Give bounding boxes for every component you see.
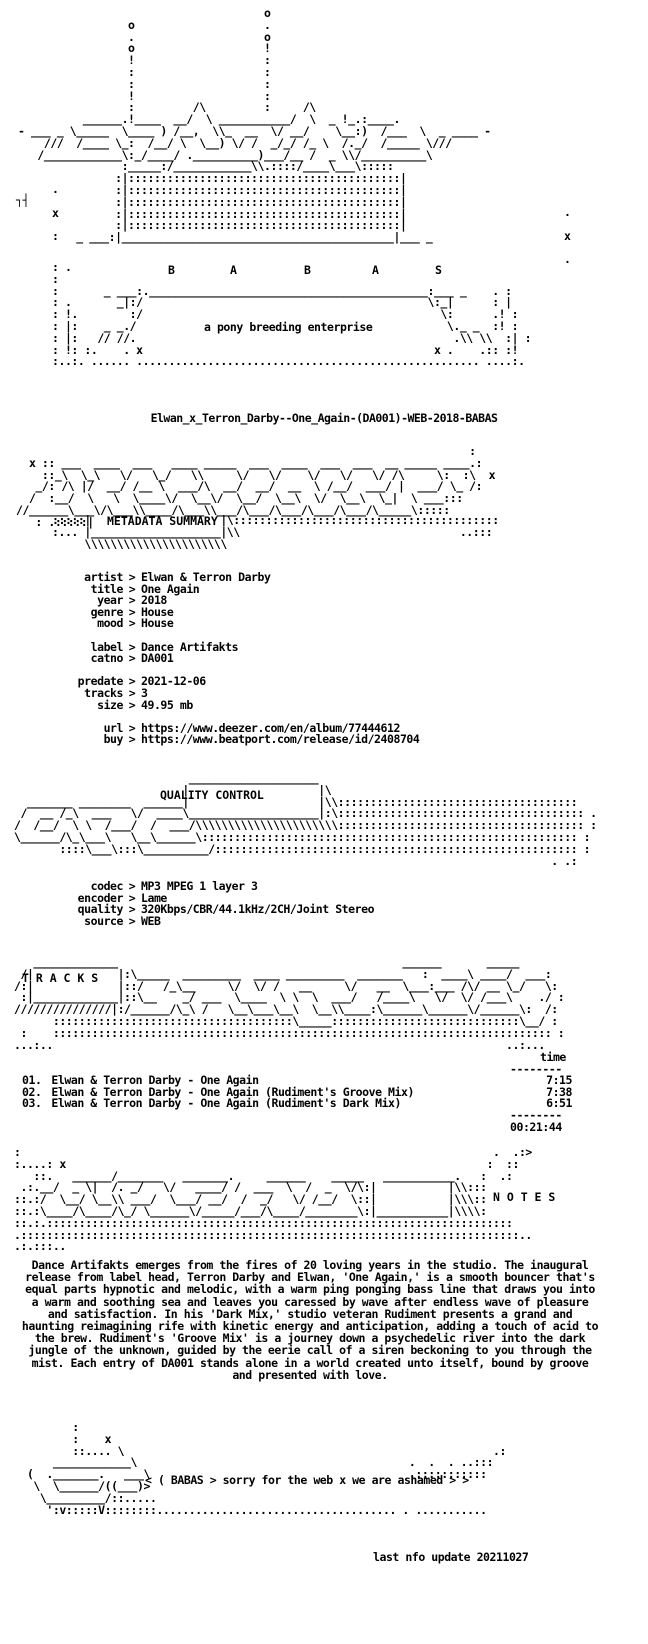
metadata-ascii-art: : x :: ___ ____ ___ ____ _____ ___ ____ … [16, 444, 496, 529]
track-time: 6:51 [546, 1096, 572, 1111]
metadata-row: predate>2021-12-06 [77, 674, 207, 689]
header-letters: B A B A S [0, 263, 648, 277]
metadata-row: title>One Again [90, 581, 200, 596]
metadata-section-title: METADATA SUMMARY [107, 514, 218, 528]
footer-message: < ( BABAS > sorry for the web x we are a… [145, 1473, 469, 1487]
header-letter: B [304, 263, 311, 277]
quality-row: source>WEB [84, 913, 161, 928]
header-letter: A [230, 263, 237, 277]
track-num: 01. [22, 1073, 42, 1088]
tracks-divider-row: -------- [22, 1107, 582, 1122]
metadata-list: artist>Elwan & Terron Darby title>One Ag… [55, 570, 420, 747]
metadata-row: artist>Elwan & Terron Darby [84, 570, 271, 584]
tracks-ascii-art: _____________ ______ _____ /| |:\_____ _… [14, 955, 565, 1052]
track-time: 7:15 [546, 1073, 572, 1088]
header-side-marks-right: . x . [564, 205, 571, 267]
track-row: 02. Elwan & Terron Darby - One Again (Rud… [22, 1084, 582, 1099]
metadata-row: year>2018 [97, 593, 167, 608]
notes-text: Dance Artifakts emerges from the fires o… [21, 1258, 599, 1382]
metadata-row: tracks>3 [84, 685, 148, 700]
metadata-row: url>https://www.deezer.com/en/album/7744… [103, 720, 401, 735]
notes-ascii-art: : . .:> :....: x : :: ::. ______/_______… [14, 1145, 532, 1254]
header-letter: B [168, 263, 175, 277]
header-letter: A [372, 263, 379, 277]
metadata-row: size>49.95 mb [97, 697, 193, 712]
quality-ascii-art: ____________________ | |\ _______ ______… [14, 771, 597, 868]
header-letter: S [435, 263, 442, 277]
quality-row: encoder>Lame [77, 890, 168, 905]
divider: -------- [510, 1107, 562, 1122]
divider: -------- [510, 1061, 562, 1076]
metadata-row: catno>DA001 [90, 651, 174, 666]
quality-row: quality>320Kbps/CBR/44.1kHz/2CH/Joint St… [77, 902, 375, 917]
header-side-marks-left: . x : [52, 182, 59, 244]
metadata-row: label>Dance Artifakts [90, 639, 239, 654]
track-title: Elwan & Terron Darby - One Again (Rudime… [51, 1096, 401, 1111]
metadata-row: genre>House [90, 604, 174, 619]
track-num: 03. [22, 1096, 42, 1111]
tracks-divider-row: -------- [22, 1061, 582, 1076]
quality-list: codec>MP3 MPEG 1 layer 3 encoder>Lame qu… [55, 879, 375, 928]
notes-section-title: N O T E S [493, 1190, 556, 1204]
quality-row: codec>MP3 MPEG 1 layer 3 [90, 879, 258, 893]
last-update: last nfo update 20211027 [373, 1550, 529, 1564]
header-tagline: a pony breeding enterprise [204, 320, 373, 334]
tracks-section-title: T R A C K S [22, 971, 99, 985]
footer-ascii-art: : : x ::.... \ .: ____________\ . . . ..… [26, 1420, 507, 1517]
track-title: Elwan & Terron Darby - One Again [51, 1073, 259, 1088]
deezer-link[interactable]: https://www.deezer.com/en/album/77444612 [141, 720, 400, 735]
header-side-left: ┐┤ [16, 193, 29, 207]
tracks-list: time -------- 01. Elwan & Terron Darby - … [22, 1050, 582, 1134]
track-time: 7:38 [546, 1084, 572, 1099]
release-name: Elwan_x_Terron_Darby--One_Again-(DA001)-… [150, 411, 498, 425]
metadata-row: mood>House [97, 616, 174, 631]
tracks-time-header-row: time [22, 1050, 582, 1064]
metadata-row: buy>https://www.beatport.com/release/id/… [103, 732, 420, 747]
header-frame-ascii: : . : : _ ___:._________________________… [52, 260, 532, 369]
header-ascii-art: o o . . o o ! ! : : [18, 6, 491, 245]
track-title: Elwan & Terron Darby - One Again (Rudime… [51, 1084, 414, 1099]
track-row: 03. Elwan & Terron Darby - One Again (Rud… [22, 1098, 582, 1110]
total-time: 00:21:44 [510, 1119, 562, 1134]
track-row: 01. Elwan & Terron Darby - One Again 7:15 [22, 1075, 582, 1087]
metadata-frame: :::::| |\:::::::::::::::::::::::::::::::… [52, 513, 499, 551]
tracks-total-row: 00:21:44 [22, 1119, 582, 1134]
quality-section-title: QUALITY CONTROL [160, 788, 264, 802]
track-num: 02. [22, 1084, 42, 1099]
beatport-link[interactable]: https://www.beatport.com/release/id/2408… [141, 732, 420, 747]
time-header: time [540, 1050, 566, 1064]
